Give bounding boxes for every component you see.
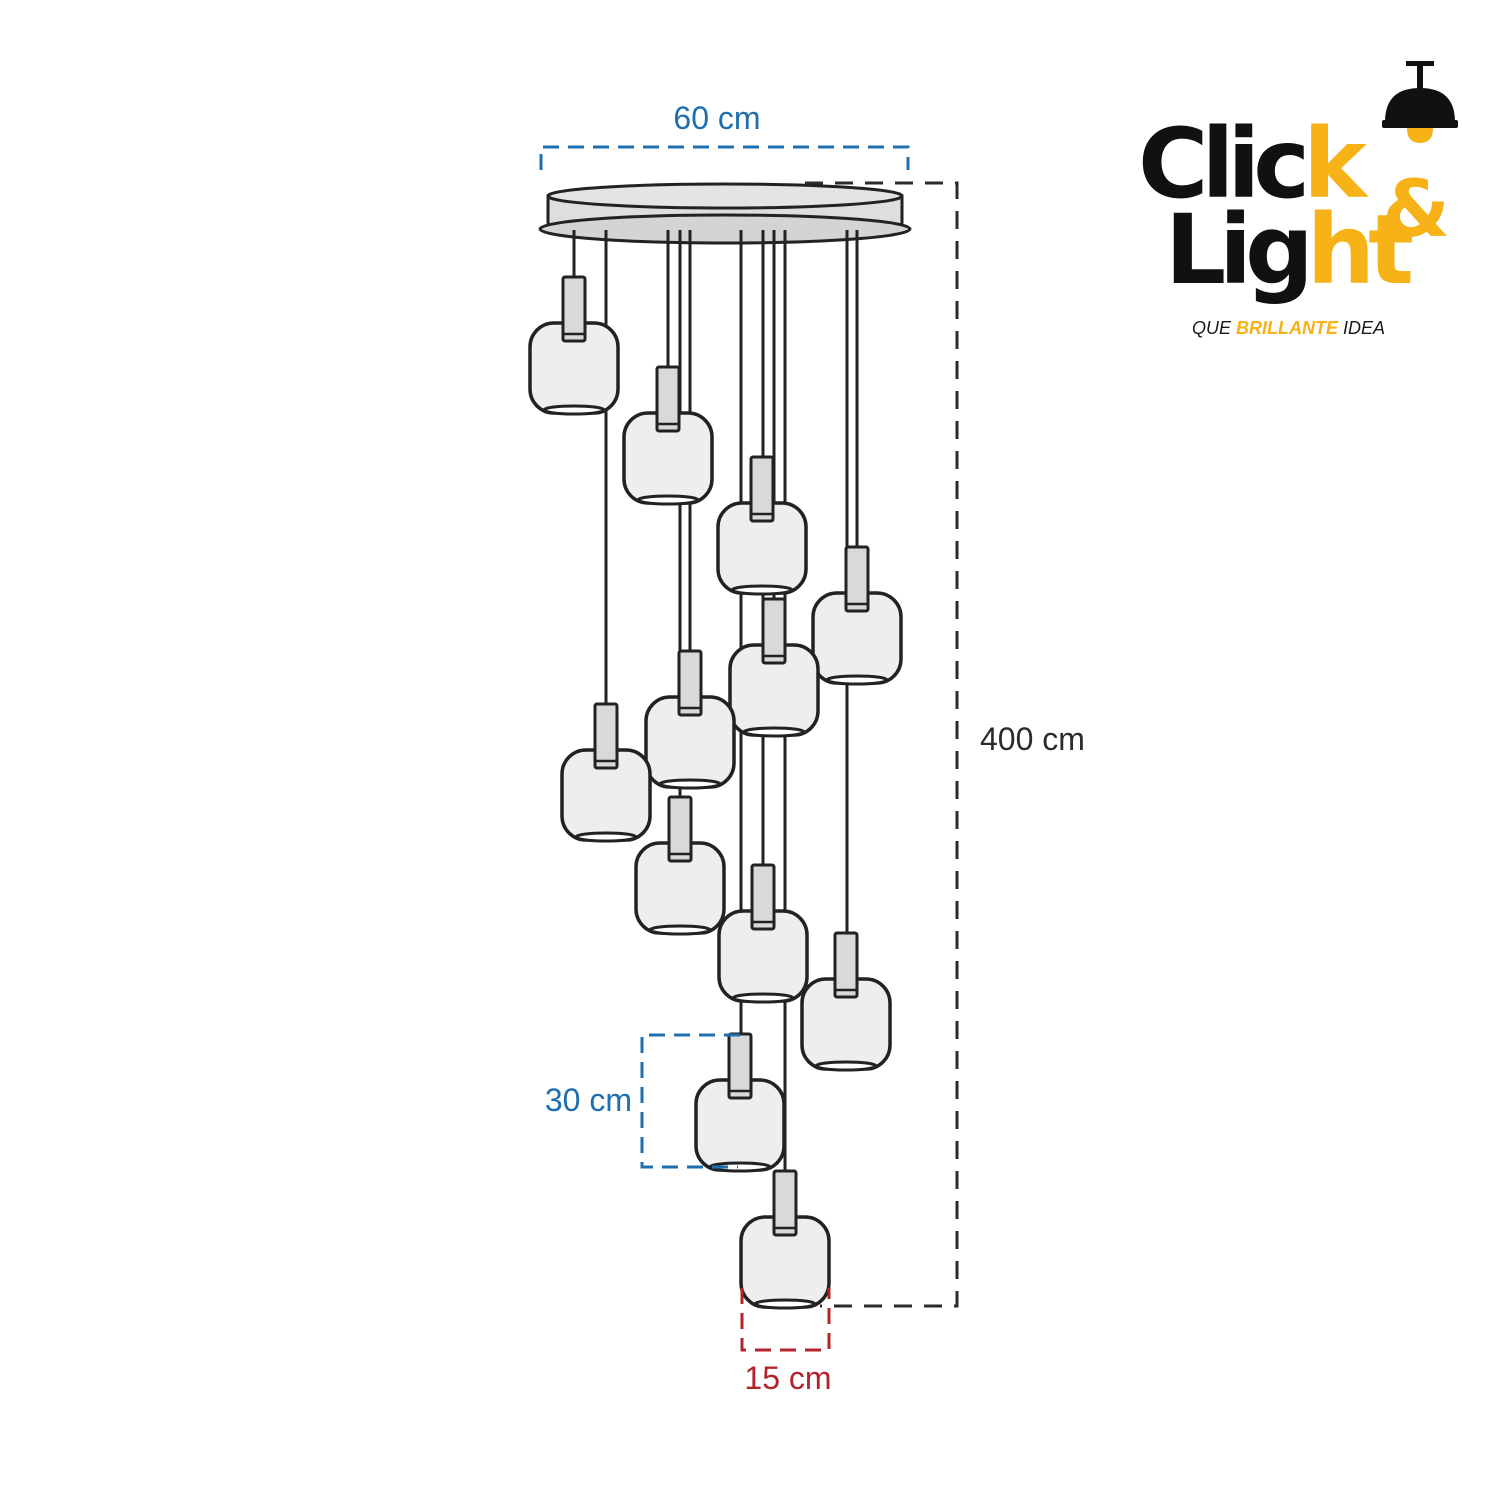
width-dimension: 60 cm [539, 100, 910, 170]
pendant-lamp [716, 455, 808, 596]
lamp-holder [667, 795, 693, 863]
logo-tagline: QUE BRILLANTE IDEA [1192, 318, 1385, 338]
pendant-lamp [528, 275, 620, 416]
shade-rim [542, 404, 606, 416]
shade-rim [742, 726, 806, 738]
shade-rim [574, 831, 638, 843]
pendant-lamp [728, 597, 820, 738]
lamp-holder [833, 931, 859, 999]
brand-logo: Click & Light QUE BRILLANTE IDEA [1138, 61, 1458, 338]
shade-rim [814, 1060, 878, 1072]
ceiling-canopy [538, 182, 912, 245]
pendant-lamp [717, 863, 809, 1004]
shade-rim [636, 494, 700, 506]
pendant-lamps [528, 275, 903, 1310]
pendant-lamp [739, 1169, 831, 1310]
lamp-holder [772, 1169, 798, 1237]
lamp-holder [761, 597, 787, 665]
pendant-lamp [560, 702, 652, 843]
width-label: 60 cm [673, 100, 760, 136]
shade-rim [658, 778, 722, 790]
shade-width-dimension: 15 cm [740, 1288, 832, 1396]
lamp-holder [749, 455, 775, 523]
height-dimension: 400 cm [805, 181, 1085, 1308]
shade-height-label: 30 cm [545, 1082, 632, 1118]
lamp-holder [844, 545, 870, 613]
logo-ampersand: & [1382, 165, 1450, 255]
pendant-lamp [644, 649, 736, 790]
shade-rim [708, 1161, 772, 1173]
lamp-holder [750, 863, 776, 931]
shade-rim [648, 924, 712, 936]
shade-rim [730, 584, 794, 596]
lamp-holder [561, 275, 587, 343]
height-label: 400 cm [980, 721, 1085, 757]
shade-height-dimension: 30 cm [545, 1033, 740, 1169]
shade-width-label: 15 cm [744, 1360, 831, 1396]
pendant-lamp [811, 545, 903, 686]
pendant-lamp [622, 365, 714, 506]
lamp-holder [727, 1032, 753, 1100]
lamp-holder [593, 702, 619, 770]
pendant-lamp [800, 931, 892, 1072]
shade-rim [731, 992, 795, 1004]
ceiling-lamp-icon [1382, 61, 1458, 143]
pendant-lamp [694, 1032, 786, 1173]
lamp-holder [677, 649, 703, 717]
shade-rim [825, 674, 889, 686]
logo-word-light: Light [1165, 194, 1412, 306]
lamp-holder [655, 365, 681, 433]
pendant-lamp [634, 795, 726, 936]
shade-rim [753, 1298, 817, 1310]
